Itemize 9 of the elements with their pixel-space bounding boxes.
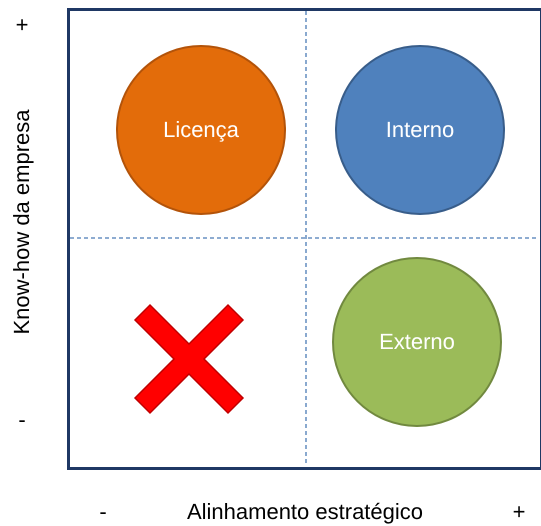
circle-label: Licença	[162, 116, 240, 144]
circle-label: Externo	[378, 328, 456, 356]
axis-end-label: +	[512, 501, 526, 523]
axis-end-label: -	[18, 409, 26, 431]
axis-title: Know-how da empresa	[11, 110, 33, 334]
circle-label: Interno	[384, 116, 456, 144]
axis-end-label: +	[16, 14, 28, 36]
axis-end-label: -	[99, 501, 107, 523]
axis-title: Alinhamento estratégico	[186, 501, 424, 523]
